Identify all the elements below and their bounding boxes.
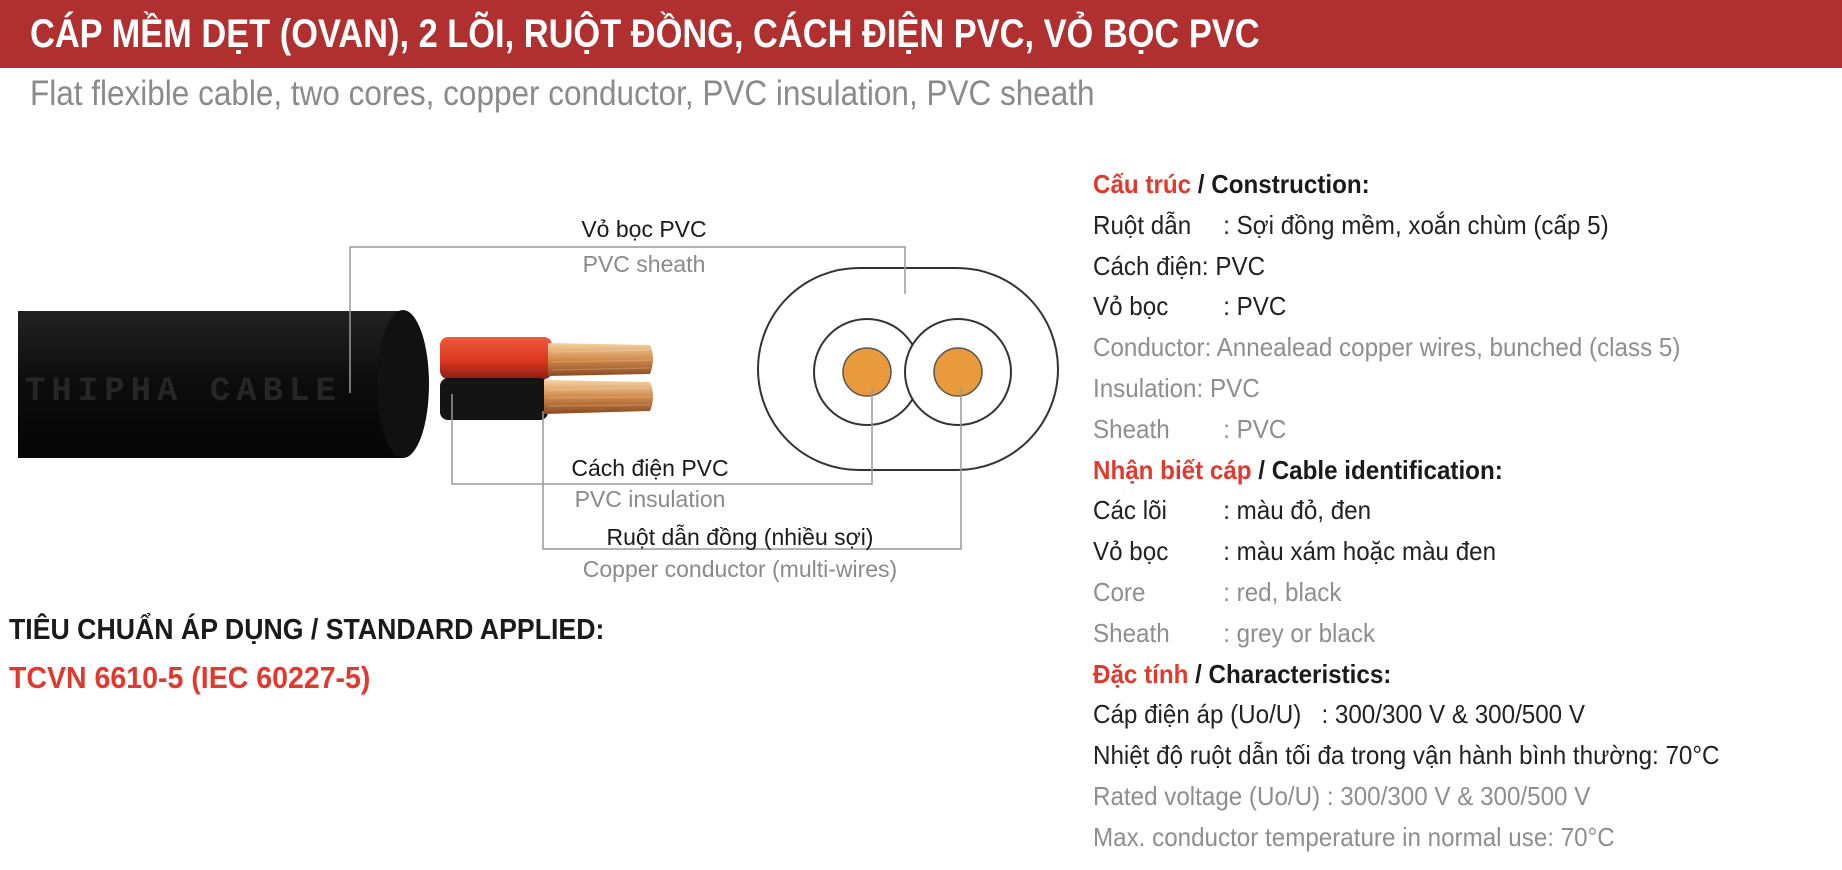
heading-en: / Cable identification: <box>1251 454 1503 485</box>
copper-strands-bottom <box>544 380 653 414</box>
spec-row: Ruột dẫn : Sợi đồng mềm, xoắn chùm (cấp 5… <box>1093 205 1719 246</box>
heading-en: / Construction: <box>1191 169 1370 199</box>
title-banner: CÁP MỀM DẸT (OVAN), 2 LÕI, RUỘT ĐỒNG, CÁ… <box>0 0 1842 68</box>
characteristics-heading: Đặc tính / Characteristics: <box>1093 654 1719 695</box>
spec-value: : màu đỏ, đen <box>1223 495 1372 526</box>
spec-label: Insulation <box>1093 372 1197 403</box>
conductor-right <box>933 347 983 397</box>
heading-en: / Characteristics: <box>1188 658 1392 689</box>
spec-row: Sheath : grey or black <box>1093 613 1719 654</box>
construction-heading: Cấu trúc / Construction: <box>1093 164 1719 205</box>
page-title: CÁP MỀM DẸT (OVAN), 2 LÕI, RUỘT ĐỒNG, CÁ… <box>30 12 1260 56</box>
spec-label: Sheath <box>1093 617 1170 648</box>
spec-panel: Cấu trúc / Construction: Ruột dẫn : Sợi đ… <box>1093 164 1767 858</box>
spec-value: : PVC <box>1196 372 1260 403</box>
spec-row: Max. conductor temperature in normal use… <box>1093 821 1615 852</box>
page-subtitle: Flat flexible cable, two cores, copper c… <box>30 74 1095 113</box>
spec-value: : Annealead copper wires, bunched (class… <box>1204 332 1681 363</box>
sheath-label-en: PVC sheath <box>583 251 706 277</box>
spec-label: Ruột dẫn <box>1093 209 1192 240</box>
spec-value: : màu xám hoặc màu đen <box>1223 536 1497 567</box>
conductor-left <box>842 347 892 397</box>
cable-diagram: THIPHA CABLE Vỏ bọc PVC PVC sheath Cách … <box>18 216 1059 582</box>
spec-row: Các lõi : màu đỏ, đen <box>1093 490 1719 531</box>
spec-value: : PVC <box>1223 413 1287 444</box>
spec-row: Cáp điện áp (Uo/U) : 300/300 V & 300/500… <box>1093 699 1585 730</box>
standard-label: TIÊU CHUẨN ÁP DỤNG / STANDARD APPLIED: <box>9 614 605 646</box>
conductor-label-vi: Ruột dẫn đồng (nhiều sợi) <box>607 524 874 550</box>
insulation-label-vi: Cách điện PVC <box>571 455 728 481</box>
spec-label: Cách điện <box>1093 250 1202 281</box>
copper-strands-top <box>548 343 653 376</box>
heading-vi: Cấu trúc <box>1093 169 1192 199</box>
spec-row: Vỏ bọc : PVC <box>1093 286 1719 327</box>
identification-heading: Nhận biết cáp / Cable identification: <box>1093 450 1719 491</box>
cross-section <box>757 267 1059 471</box>
spec-row: Cách điện: PVC <box>1093 246 1719 287</box>
leader-lines <box>349 246 962 550</box>
spec-label: Các lõi <box>1093 495 1167 526</box>
spec-label: Sheath <box>1093 413 1170 444</box>
heading-vi: Đặc tính <box>1093 658 1189 689</box>
spec-label: Core <box>1093 576 1146 607</box>
spec-row: Vỏ bọc : màu xám hoặc màu đen <box>1093 531 1719 572</box>
spec-row: Core : red, black <box>1093 572 1719 613</box>
spec-row: Nhiệt độ ruột dẫn tối đa trong vận hành … <box>1093 740 1720 771</box>
sheath-label-vi: Vỏ bọc PVC <box>581 216 706 242</box>
spec-value: : PVC <box>1223 291 1287 322</box>
conductor-label-en: Copper conductor (multi-wires) <box>583 556 897 582</box>
spec-row: Conductor: Annealead copper wires, bunch… <box>1093 327 1719 368</box>
spec-value: : red, black <box>1223 576 1342 607</box>
spec-value: : Sợi đồng mềm, xoắn chùm (cấp 5) <box>1223 209 1609 240</box>
cable-photo: THIPHA CABLE <box>18 310 653 458</box>
standard-value: TCVN 6610-5 (IEC 60227-5) <box>9 660 371 695</box>
spec-label: Vỏ bọc <box>1093 536 1169 567</box>
spec-row: Sheath : PVC <box>1093 409 1719 450</box>
spec-value: : grey or black <box>1223 617 1376 648</box>
jacket-print: THIPHA CABLE <box>25 373 342 411</box>
spec-row: Insulation: PVC <box>1093 368 1719 409</box>
spec-label: Vỏ bọc <box>1093 291 1169 322</box>
spec-label: Conductor <box>1093 332 1205 363</box>
red-core <box>440 337 552 379</box>
heading-vi: Nhận biết cáp <box>1093 454 1252 485</box>
insulation-label-en: PVC insulation <box>575 486 726 512</box>
spec-value: : PVC <box>1201 250 1266 281</box>
black-core <box>440 378 548 420</box>
spec-row: Rated voltage (Uo/U) : 300/300 V & 300/5… <box>1093 780 1591 811</box>
